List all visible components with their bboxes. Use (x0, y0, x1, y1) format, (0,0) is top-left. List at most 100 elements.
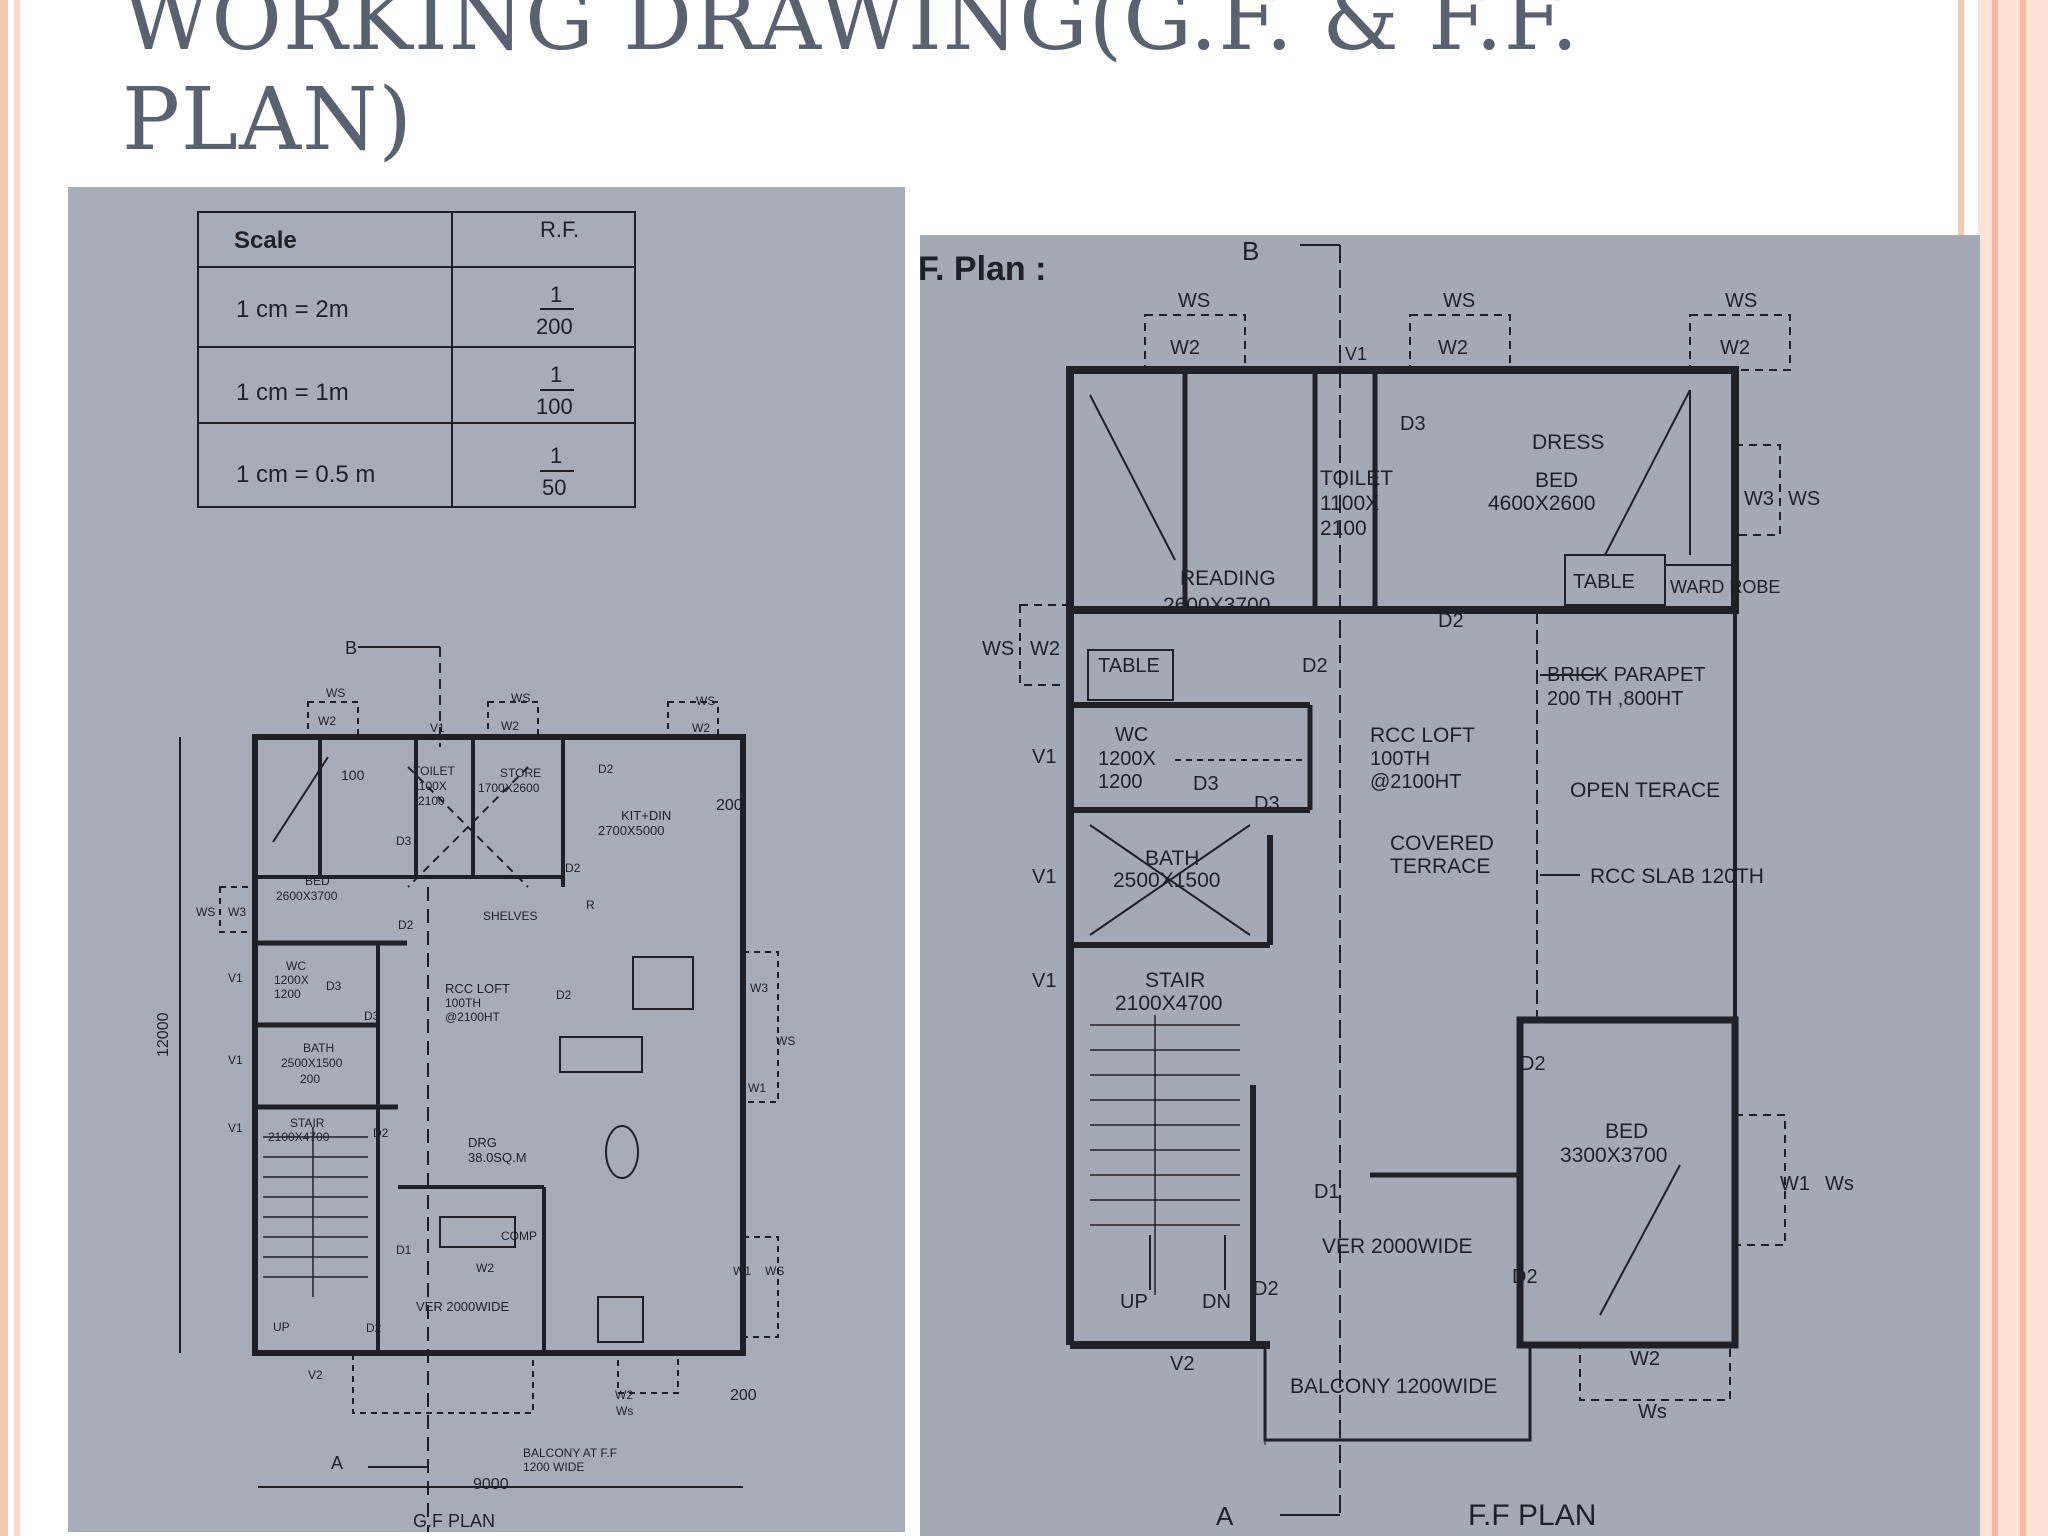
gf-tag-d1: D1 (396, 1243, 412, 1257)
ff-tag-ws-2: WS (1443, 290, 1475, 312)
scale-row1-scale: 1 cm = 2m (236, 296, 349, 323)
ff-covered-label: COVERED (1390, 832, 1494, 855)
ff-tag-v1-a: V1 (1032, 746, 1056, 768)
ff-tag-w2-left: W2 (1030, 638, 1060, 660)
ff-parapet-label: BRICK PARAPET (1547, 664, 1706, 686)
gf-plan-drawing: Scale R.F. 1 cm = 2m 1 200 1 cm = 1m 1 1… (155, 211, 795, 1532)
gf-drg-area: 38.0SQ.M (468, 1150, 527, 1165)
ff-balcony: BALCONY 1200WIDE (1290, 1375, 1497, 1398)
gf-wc-dim2: 1200 (274, 987, 301, 1001)
gf-wc-dim1: 1200X (274, 973, 309, 987)
ff-tag-ws-3: WS (1725, 290, 1757, 312)
gf-bed-label: BED (305, 874, 330, 888)
ff-reading-dim: 2600X3700 (1163, 594, 1270, 617)
gf-balcony-note: BALCONY AT F.F (523, 1446, 617, 1460)
ff-tag-ws-right: WS (1788, 488, 1820, 510)
scale-table-header-scale: Scale (234, 227, 297, 254)
ff-tag-w2-bottom: W2 (1630, 1348, 1660, 1370)
ff-tag-d2-b: D2 (1438, 610, 1464, 632)
gf-tag-d2-b: D2 (565, 861, 581, 875)
gf-tag-w2-3: W2 (692, 721, 710, 735)
ff-tag-d1: D1 (1314, 1181, 1340, 1203)
ff-bath-label: BATH (1145, 847, 1199, 870)
decor-stripe-5 (1992, 0, 1998, 1536)
gf-section-a: A (331, 1453, 343, 1473)
scale-row3-rf-num: 1 (550, 443, 562, 468)
gf-tag-d2-c: D2 (398, 918, 414, 932)
decor-stripe-2 (14, 0, 20, 1536)
ff-tag-ws-bottom: Ws (1638, 1401, 1667, 1423)
ff-reading-label: READING (1180, 567, 1276, 590)
gf-r-mark: R (586, 898, 595, 912)
ff-dn: DN (1202, 1291, 1231, 1313)
ff-tag-d2-a: D2 (1302, 655, 1328, 677)
ff-toilet-label: TOILET (1320, 467, 1393, 490)
ff-toilet-dim1: 1100X (1320, 492, 1379, 515)
ff-tag-d2-c: D2 (1520, 1053, 1546, 1075)
gf-bed-dim: 2600X3700 (276, 889, 338, 903)
ff-loft-ht: @2100HT (1370, 771, 1461, 793)
ff-tag-w3-right: W3 (1744, 488, 1774, 510)
ff-plan-drawing: F. Plan : B A F.F PLAN READING 2600X3700… (920, 236, 1854, 1532)
gf-tag-w3-right: W3 (750, 981, 768, 995)
ff-wc-dim1: 1200X (1098, 748, 1156, 770)
gf-bath-dim: 2500X1500 (281, 1056, 343, 1070)
ff-wc-label: WC (1115, 724, 1148, 746)
gf-tag-d2-f: D2 (366, 1321, 382, 1335)
gf-tag-v1-a: V1 (228, 971, 243, 985)
gf-tag-v1-top: V1 (430, 721, 445, 735)
gf-tag-d3-b: D3 (326, 979, 342, 993)
gf-wc-label: WC (286, 959, 306, 973)
gf-tag-ws-left: WS (196, 905, 215, 919)
ff-tag-ws-1: WS (1178, 290, 1210, 312)
ff-dress: DRESS (1532, 431, 1604, 454)
gf-tag-d3-c: D3 (364, 1009, 380, 1023)
ff-wc-dim2: 1200 (1098, 771, 1143, 793)
gf-tag-ws-2: WS (511, 691, 530, 705)
gf-tag-w2-bottom: W2 (615, 1388, 633, 1402)
scale-row3-scale: 1 cm = 0.5 m (236, 461, 375, 488)
ff-plan-photo: F. Plan : B A F.F PLAN READING 2600X3700… (920, 235, 1980, 1536)
gf-tag-v1-c: V1 (228, 1121, 243, 1135)
ff-table-2: TABLE (1573, 571, 1635, 593)
gf-kit-dim: 2700X5000 (598, 823, 665, 838)
gf-tag-w2-2: W2 (501, 719, 519, 733)
gf-loft-ht: @2100HT (445, 1010, 501, 1024)
ff-stair-label: STAIR (1145, 969, 1205, 992)
gf-tag-d2-d: D2 (556, 988, 572, 1002)
ff-stair-dim: 2100X4700 (1115, 992, 1222, 1015)
ff-covered-label2: TERRACE (1390, 855, 1490, 878)
scale-row3-rf-den: 50 (542, 475, 566, 500)
gf-tag-w2-ver: W2 (476, 1261, 494, 1275)
gf-loft-th: 100TH (445, 996, 481, 1010)
ff-tag-d3-top: D3 (1400, 413, 1426, 435)
gf-stair-label: STAIR (290, 1116, 325, 1130)
gf-ver: VER 2000WIDE (416, 1299, 510, 1314)
ff-loft-label: RCC LOFT (1370, 724, 1475, 747)
ff-heading: F. Plan : (920, 250, 1046, 288)
ff-bath-dim: 2500X1500 (1113, 869, 1220, 892)
gf-tag-w1-right2: W1 (733, 1264, 751, 1278)
ff-section-b: B (1242, 236, 1259, 266)
scale-table-frame (197, 211, 636, 508)
ff-table-1: TABLE (1098, 655, 1160, 677)
ff-parapet-dim: 200 TH ,800HT (1547, 688, 1683, 710)
ff-tag-d3-b: D3 (1254, 793, 1280, 815)
ff-tag-w2-1: W2 (1170, 337, 1200, 359)
scale-row2-scale: 1 cm = 1m (236, 379, 349, 406)
ff-tag-v2: V2 (1170, 1353, 1194, 1375)
ff-tag-v1-top: V1 (1345, 344, 1367, 364)
decor-stripe-4 (1978, 0, 2048, 1536)
ff-slab: RCC SLAB 120TH (1590, 865, 1764, 888)
gf-loft-label: RCC LOFT (445, 981, 510, 996)
scale-row2-rf-num: 1 (550, 362, 562, 387)
ff-bed2-label: BED (1605, 1120, 1648, 1143)
ff-bed2-dim: 3300X3700 (1560, 1144, 1667, 1167)
ff-tag-d2-d: D2 (1512, 1266, 1538, 1288)
decor-stripe-1 (0, 0, 8, 1536)
ff-tag-ws-left: WS (982, 638, 1014, 660)
gf-toilet-dim1: 1100X (413, 779, 447, 793)
gf-tag-d2-e: D2 (373, 1126, 389, 1140)
gf-store-dim: 1700X2600 (478, 781, 540, 795)
ff-tag-v1-c: V1 (1032, 970, 1056, 992)
